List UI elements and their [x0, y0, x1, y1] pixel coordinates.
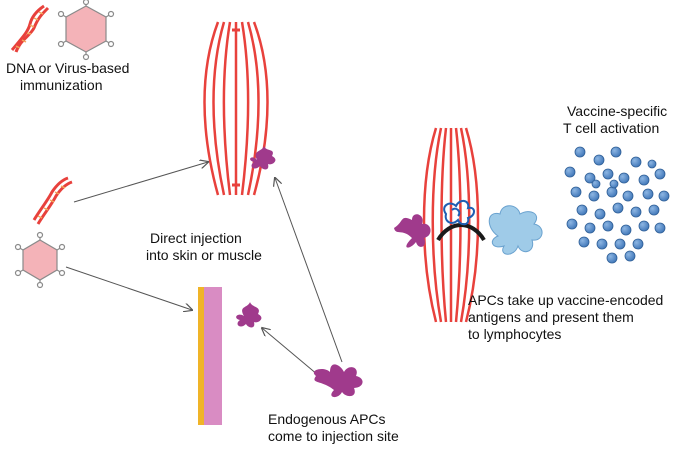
- label-direct-injection-line1: Direct injection: [150, 230, 242, 246]
- muscle-top: [203, 21, 269, 196]
- receptor-arc: [436, 223, 486, 242]
- virus-icon-middle: [14, 231, 66, 289]
- label-vaccine-specific-line1: Vaccine-specific: [567, 103, 668, 119]
- arrow-apc-to-muscle: [275, 178, 343, 363]
- label-immunization-line2: immunization: [20, 77, 103, 93]
- label-endogenous-line2: come to injection site: [268, 428, 399, 444]
- arrow-dna-to-muscle: [73, 162, 208, 203]
- dna-icon-middle: [32, 176, 73, 225]
- t-cell-cluster: [564, 146, 670, 264]
- arrows: [65, 162, 343, 376]
- label-apcs-line3: to lymphocytes: [468, 326, 562, 342]
- dna-icon-top: [10, 4, 50, 53]
- label-apcs-line2: antigens and present them: [468, 309, 634, 325]
- label-direct-injection-line2: into skin or muscle: [146, 247, 262, 263]
- apc-small-skin: [236, 302, 262, 328]
- virus-icon-top: [57, 0, 115, 61]
- label-immunization-line1: DNA or Virus-based: [6, 60, 130, 76]
- label-vaccine-specific-line2: T cell activation: [563, 120, 660, 136]
- arrow-apc-to-skin: [262, 328, 319, 376]
- apc-small-top: [250, 146, 276, 170]
- label-apcs-line1: APCs take up vaccine-encoded: [468, 292, 664, 308]
- apc-large: [313, 364, 363, 398]
- label-endogenous-line1: Endogenous APCs: [268, 411, 386, 427]
- skin-pink-band: [204, 287, 222, 425]
- lymphocyte-cell: [488, 205, 543, 255]
- apc-presenting: [394, 214, 431, 248]
- antigen-icon: [443, 200, 475, 226]
- arrow-virus-to-skin: [65, 266, 192, 310]
- muscle-right: [422, 127, 480, 323]
- skin-yellow-band: [198, 287, 204, 425]
